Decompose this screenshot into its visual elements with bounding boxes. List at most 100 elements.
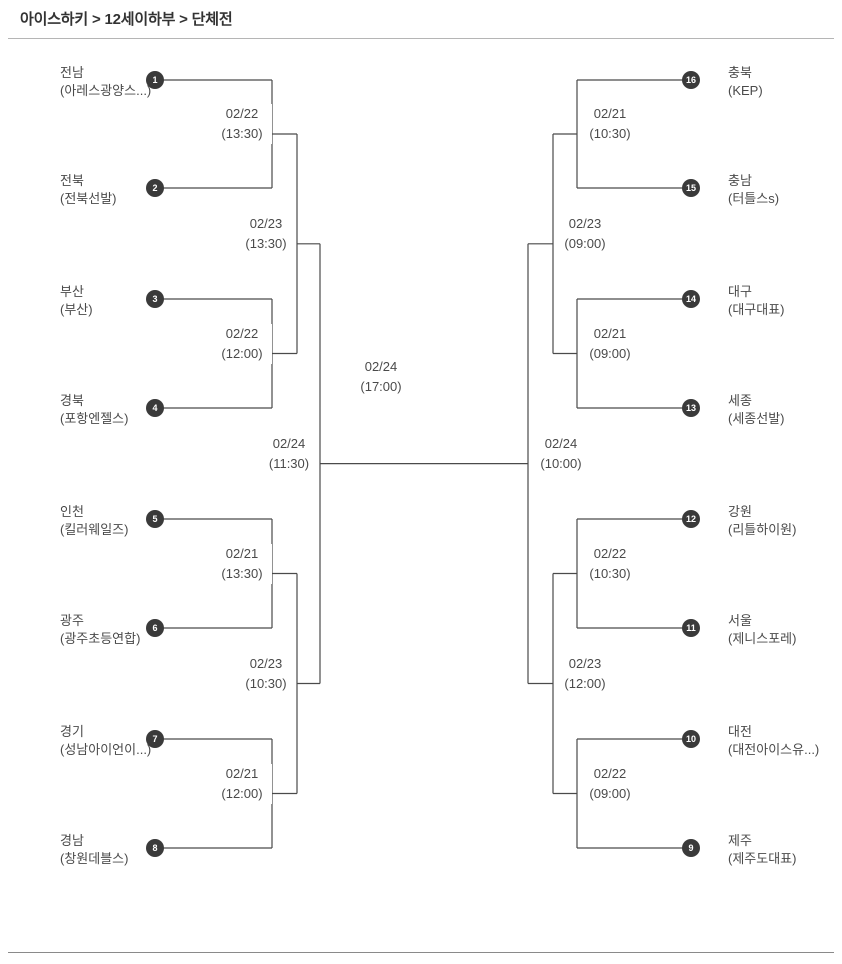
match-date: 02/22 [225, 106, 259, 121]
team-region: 광주 [60, 613, 84, 628]
match-label-left-sf2: 02/23 (10:30) [236, 654, 296, 694]
team-region: 경기 [60, 724, 84, 739]
match-time: (13:30) [221, 126, 263, 141]
top-divider [8, 38, 834, 39]
team-club: (터틀스s) [728, 191, 780, 206]
match-label-right-qf3: 02/22 (10:30) [580, 544, 640, 584]
team-slot-seed4: 경북 (포항엔젤스) [60, 392, 180, 428]
seed-badge-13: 13 [682, 399, 700, 417]
seed-badge-11: 11 [682, 619, 700, 637]
team-slot-seed8: 경남 (창원데블스) [60, 832, 180, 868]
match-date: 02/23 [249, 656, 283, 671]
match-label-left-qf1: 02/22 (13:30) [212, 104, 272, 144]
seed-badge-12: 12 [682, 510, 700, 528]
match-label-right-qf1: 02/21 (10:30) [580, 104, 640, 144]
match-date: 02/24 [364, 359, 398, 374]
match-date: 02/22 [593, 766, 627, 781]
match-time: (13:30) [221, 566, 263, 581]
team-region: 인천 [60, 504, 84, 519]
match-time: (13:30) [245, 236, 287, 251]
team-region: 대전 [728, 724, 752, 739]
match-date: 02/23 [249, 216, 283, 231]
team-region: 충남 [728, 173, 752, 188]
match-time: (10:30) [589, 566, 631, 581]
team-slot-seed13: 세종 (세종선발) [728, 392, 842, 428]
match-time: (12:00) [221, 346, 263, 361]
team-region: 충북 [728, 65, 752, 80]
match-time: (10:30) [245, 676, 287, 691]
team-club: (부산) [60, 302, 93, 317]
match-date: 02/24 [272, 436, 306, 451]
match-time: (09:00) [589, 786, 631, 801]
match-label-left-qf4: 02/21 (12:00) [212, 764, 272, 804]
team-region: 대구 [728, 284, 752, 299]
team-slot-seed7: 경기 (성남아이언이...) [60, 723, 180, 759]
match-label-left-sf1: 02/23 (13:30) [236, 214, 296, 254]
team-club: (제니스포레) [728, 631, 797, 646]
match-time: (12:00) [221, 786, 263, 801]
team-slot-seed10: 대전 (대전아이스유...) [728, 723, 842, 759]
team-slot-seed6: 광주 (광주초등연합) [60, 612, 180, 648]
match-time: (11:30) [268, 456, 310, 471]
team-club: (성남아이언이...) [60, 742, 152, 757]
match-label-left-qf3: 02/21 (13:30) [212, 544, 272, 584]
bottom-divider [8, 952, 834, 953]
team-region: 강원 [728, 504, 752, 519]
team-slot-seed14: 대구 (대구대표) [728, 283, 842, 319]
match-time: (17:00) [360, 379, 402, 394]
team-region: 세종 [728, 393, 752, 408]
match-label-right-qf2: 02/21 (09:00) [580, 324, 640, 364]
team-club: (광주초등연합) [60, 631, 141, 646]
team-club: (세종선발) [728, 411, 785, 426]
seed-badge-1: 1 [146, 71, 164, 89]
team-club: (제주도대표) [728, 851, 797, 866]
match-date: 02/21 [593, 106, 627, 121]
match-date: 02/24 [544, 436, 578, 451]
team-club: (킬러웨일즈) [60, 522, 129, 537]
seed-badge-5: 5 [146, 510, 164, 528]
match-label-right-qf4: 02/22 (09:00) [580, 764, 640, 804]
team-slot-seed12: 강원 (리틀하이원) [728, 503, 842, 539]
match-date: 02/21 [225, 546, 259, 561]
team-region: 부산 [60, 284, 84, 299]
match-label-left-final: 02/24 (11:30) [259, 434, 319, 474]
match-label-right-final: 02/24 (10:00) [531, 434, 591, 474]
team-region: 제주 [728, 833, 752, 848]
team-region: 전북 [60, 173, 84, 188]
seed-badge-16: 16 [682, 71, 700, 89]
seed-badge-8: 8 [146, 839, 164, 857]
team-club: (아레스광양스...) [60, 83, 152, 98]
team-club: (창원데블스) [60, 851, 129, 866]
match-date: 02/22 [225, 326, 259, 341]
seed-badge-7: 7 [146, 730, 164, 748]
team-slot-seed2: 전북 (전북선발) [60, 172, 180, 208]
seed-badge-4: 4 [146, 399, 164, 417]
team-club: (전북선발) [60, 191, 117, 206]
seed-badge-6: 6 [146, 619, 164, 637]
seed-badge-10: 10 [682, 730, 700, 748]
match-time: (09:00) [564, 236, 606, 251]
team-region: 경북 [60, 393, 84, 408]
match-time: (09:00) [589, 346, 631, 361]
team-slot-seed11: 서울 (제니스포레) [728, 612, 842, 648]
match-date: 02/23 [568, 216, 602, 231]
team-club: (KEP) [728, 83, 763, 98]
match-date: 02/23 [568, 656, 602, 671]
team-region: 경남 [60, 833, 84, 848]
match-label-right-sf2: 02/23 (12:00) [555, 654, 615, 694]
team-region: 서울 [728, 613, 752, 628]
team-slot-seed3: 부산 (부산) [60, 283, 180, 319]
team-slot-seed1: 전남 (아레스광양스...) [60, 64, 180, 100]
team-region: 전남 [60, 65, 84, 80]
team-slot-seed15: 충남 (터틀스s) [728, 172, 842, 208]
match-date: 02/21 [225, 766, 259, 781]
seed-badge-9: 9 [682, 839, 700, 857]
match-label-left-qf2: 02/22 (12:00) [212, 324, 272, 364]
team-club: (리틀하이원) [728, 522, 797, 537]
seed-badge-2: 2 [146, 179, 164, 197]
seed-badge-14: 14 [682, 290, 700, 308]
match-date: 02/21 [593, 326, 627, 341]
match-label-final: 02/24 (17:00) [351, 357, 411, 397]
seed-badge-15: 15 [682, 179, 700, 197]
